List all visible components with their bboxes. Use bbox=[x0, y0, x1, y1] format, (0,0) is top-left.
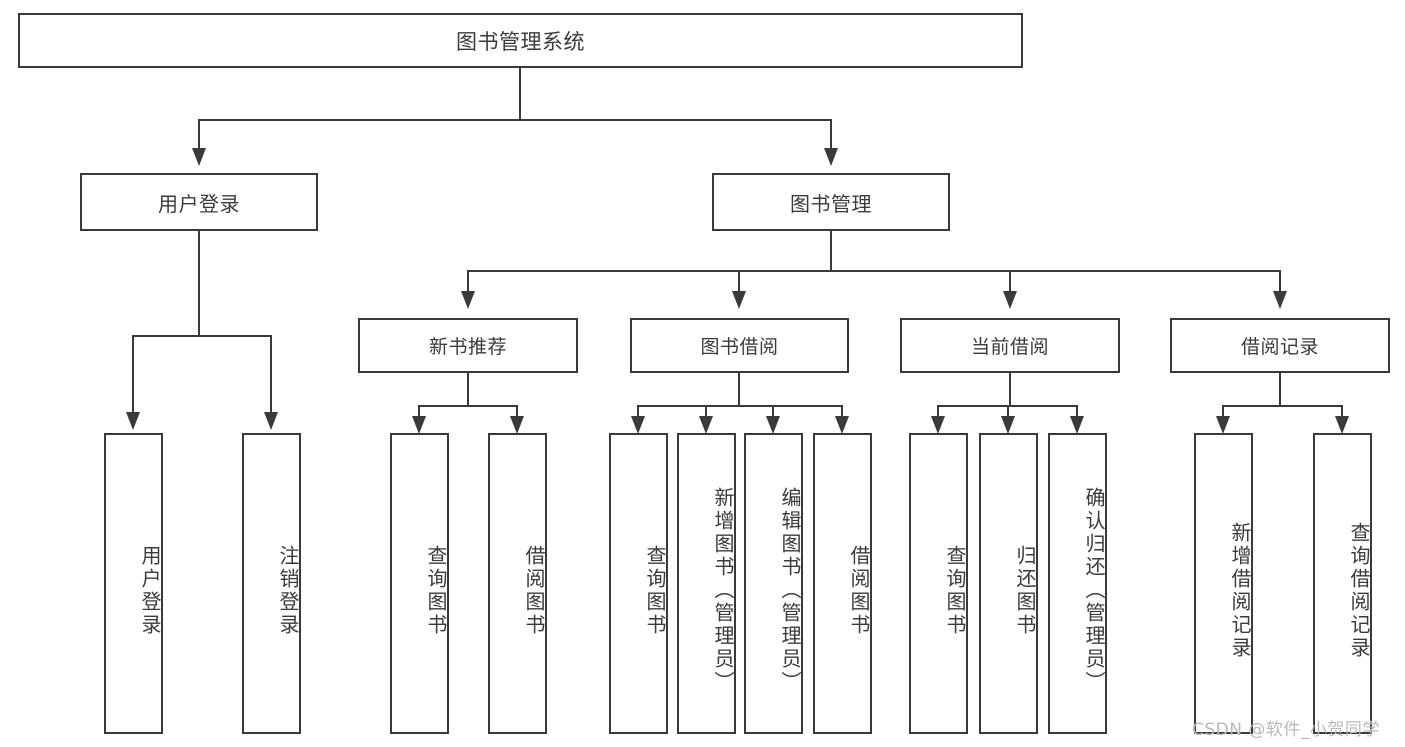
edge-current-borrow-stem bbox=[1009, 373, 1011, 407]
edge-book-borrow-drop-4 bbox=[841, 405, 843, 417]
edge-root-to-user-login bbox=[198, 119, 200, 149]
edge-book-borrow-drop-2 bbox=[705, 405, 707, 417]
edge-new-book-stem bbox=[467, 373, 469, 407]
edge-book-borrow-stem bbox=[738, 373, 740, 407]
node-label: 查询图书 bbox=[643, 544, 667, 637]
edge-book-borrow-bus bbox=[637, 405, 842, 407]
node-label: 借阅图书 bbox=[847, 544, 871, 637]
node-label: 注销登录 bbox=[276, 544, 300, 637]
arrow-down-icon bbox=[631, 416, 645, 434]
arrow-down-icon bbox=[1003, 291, 1017, 309]
node-root-system[interactable]: 图书管理系统 bbox=[18, 13, 1023, 68]
node-label: 借阅图书 bbox=[522, 544, 546, 637]
edge-root-to-book-manage bbox=[830, 119, 832, 149]
node-label: 借阅记录 bbox=[1240, 336, 1319, 358]
node-label: 图书管理 bbox=[790, 191, 872, 216]
edge-book-borrow-drop-1 bbox=[637, 405, 639, 417]
leaf-user-login-logout[interactable]: 注销登录 bbox=[242, 433, 301, 734]
leaf-current-borrow-query[interactable]: 查询图书 bbox=[909, 433, 968, 734]
edge-root-stem bbox=[519, 68, 521, 120]
edge-new-book-bus bbox=[418, 405, 518, 407]
edge-new-book-drop-1 bbox=[418, 405, 420, 417]
arrow-down-icon bbox=[264, 412, 278, 430]
arrow-down-icon bbox=[1216, 416, 1230, 434]
arrow-down-icon bbox=[835, 416, 849, 434]
arrow-down-icon bbox=[931, 416, 945, 434]
edge-book-manage-drop-2 bbox=[738, 270, 740, 292]
edge-user-login-bus bbox=[132, 335, 272, 337]
leaf-current-borrow-confirm-return[interactable]: 确认归还（管理员） bbox=[1048, 433, 1107, 734]
arrow-down-icon bbox=[766, 416, 780, 434]
edge-new-book-drop-2 bbox=[516, 405, 518, 417]
node-label: 编辑图书（管理员） bbox=[778, 487, 802, 694]
edge-user-login-drop-1 bbox=[132, 335, 134, 413]
node-borrow-record[interactable]: 借阅记录 bbox=[1170, 318, 1390, 373]
node-label: 当前借阅 bbox=[970, 336, 1049, 358]
edge-user-login-drop-2 bbox=[270, 335, 272, 413]
leaf-book-borrow-add[interactable]: 新增图书（管理员） bbox=[677, 433, 736, 734]
arrow-down-icon bbox=[1335, 416, 1349, 434]
arrow-down-icon bbox=[824, 148, 838, 166]
edge-borrow-record-bus bbox=[1222, 405, 1342, 407]
arrow-down-icon bbox=[510, 416, 524, 434]
arrow-down-icon bbox=[1001, 416, 1015, 434]
leaf-book-borrow-borrow[interactable]: 借阅图书 bbox=[813, 433, 872, 734]
arrow-down-icon bbox=[412, 416, 426, 434]
edge-root-bus bbox=[198, 119, 832, 121]
node-label: 查询图书 bbox=[424, 544, 448, 637]
edge-book-manage-bus bbox=[467, 270, 1280, 272]
node-label: 图书借阅 bbox=[700, 336, 779, 358]
leaf-user-login-login[interactable]: 用户登录 bbox=[104, 433, 163, 734]
edge-book-borrow-drop-3 bbox=[772, 405, 774, 417]
edge-book-manage-drop-4 bbox=[1279, 270, 1281, 292]
arrow-down-icon bbox=[699, 416, 713, 434]
leaf-book-borrow-query[interactable]: 查询图书 bbox=[609, 433, 668, 734]
edge-current-borrow-drop-2 bbox=[1007, 405, 1009, 417]
edge-borrow-record-drop-2 bbox=[1341, 405, 1343, 417]
node-label: 图书管理系统 bbox=[456, 29, 585, 54]
edge-borrow-record-stem bbox=[1279, 373, 1281, 407]
edge-book-manage-drop-1 bbox=[467, 270, 469, 292]
node-book-management[interactable]: 图书管理 bbox=[712, 173, 950, 231]
edge-book-manage-drop-3 bbox=[1009, 270, 1011, 292]
node-label: 归还图书 bbox=[1013, 544, 1037, 637]
node-label: 用户登录 bbox=[138, 544, 162, 637]
arrow-down-icon bbox=[461, 291, 475, 309]
node-label: 用户登录 bbox=[158, 191, 240, 216]
arrow-down-icon bbox=[192, 148, 206, 166]
arrow-down-icon bbox=[126, 412, 140, 430]
node-new-book-recommend[interactable]: 新书推荐 bbox=[358, 318, 578, 373]
watermark-text: CSDN @软件_小贺同学 bbox=[1192, 720, 1380, 740]
node-label: 新增借阅记录 bbox=[1228, 521, 1252, 660]
leaf-new-book-borrow[interactable]: 借阅图书 bbox=[488, 433, 547, 734]
node-label: 查询图书 bbox=[943, 544, 967, 637]
node-current-borrow[interactable]: 当前借阅 bbox=[900, 318, 1120, 373]
edge-borrow-record-drop-1 bbox=[1222, 405, 1224, 417]
node-label: 查询借阅记录 bbox=[1347, 521, 1371, 660]
arrow-down-icon bbox=[1070, 416, 1084, 434]
edge-current-borrow-drop-3 bbox=[1076, 405, 1078, 417]
leaf-current-borrow-return[interactable]: 归还图书 bbox=[979, 433, 1038, 734]
edge-book-manage-stem bbox=[830, 231, 832, 272]
node-book-borrow[interactable]: 图书借阅 bbox=[630, 318, 849, 373]
node-user-login[interactable]: 用户登录 bbox=[80, 173, 318, 231]
leaf-borrow-record-query[interactable]: 查询借阅记录 bbox=[1313, 433, 1372, 734]
edge-user-login-stem bbox=[198, 231, 200, 336]
leaf-new-book-query[interactable]: 查询图书 bbox=[390, 433, 449, 734]
node-label: 新增图书（管理员） bbox=[711, 487, 735, 694]
leaf-borrow-record-add[interactable]: 新增借阅记录 bbox=[1194, 433, 1253, 734]
arrow-down-icon bbox=[1273, 291, 1287, 309]
arrow-down-icon bbox=[732, 291, 746, 309]
node-label: 新书推荐 bbox=[428, 336, 507, 358]
edge-current-borrow-drop-1 bbox=[937, 405, 939, 417]
leaf-book-borrow-edit[interactable]: 编辑图书（管理员） bbox=[744, 433, 803, 734]
node-label: 确认归还（管理员） bbox=[1082, 487, 1106, 694]
